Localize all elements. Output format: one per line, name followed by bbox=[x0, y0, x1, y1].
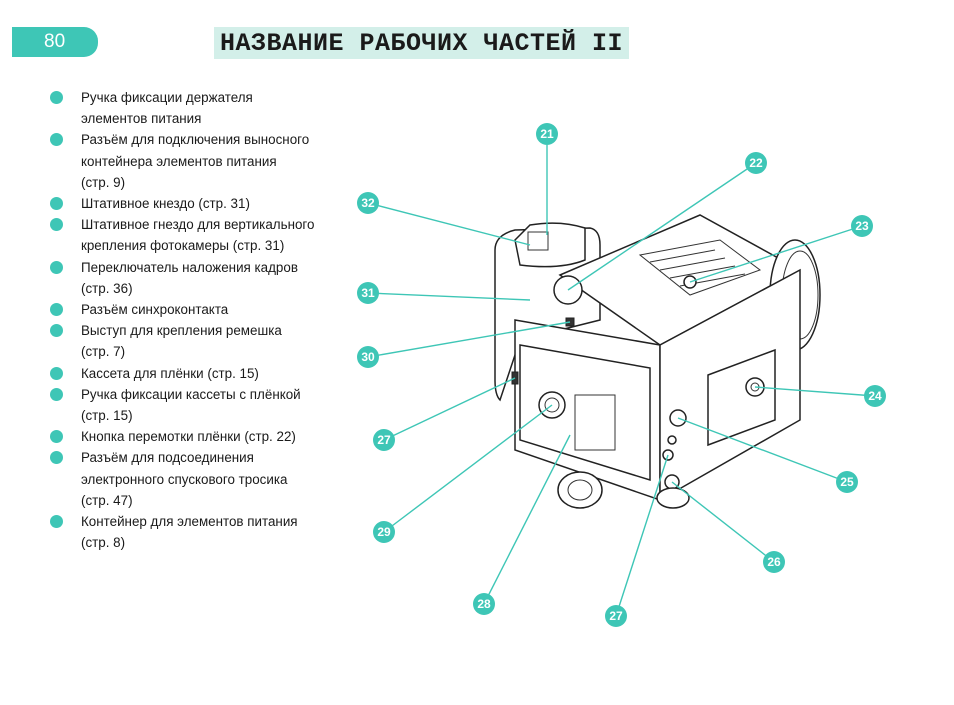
camera-diagram: 21 22 23 24 25 26 27 28 29 27 30 31 32 bbox=[357, 123, 886, 627]
part-item: Выступ для крепления ремешка (стр. 7) bbox=[50, 320, 350, 362]
part-text-line: Разъём для подсоединения bbox=[81, 450, 254, 466]
callout-number: 27 bbox=[609, 609, 623, 623]
parts-list: Ручка фиксации держателя элементов питани… bbox=[50, 87, 350, 553]
part-item: Разъём синхроконтакта bbox=[50, 299, 350, 320]
callout-marker bbox=[605, 605, 627, 627]
part-item: Ручка фиксации кассеты с плёнкой (стр. 15… bbox=[50, 384, 350, 426]
part-item: Кассета для плёнки (стр. 15) bbox=[50, 363, 350, 384]
callout-number: 22 bbox=[749, 156, 763, 170]
part-text-line: (стр. 8) bbox=[81, 535, 126, 551]
number-bullet-icon bbox=[50, 260, 63, 274]
part-item: Штативное кнездо (стр. 31) bbox=[50, 193, 350, 214]
part-text-line: (стр. 9) bbox=[81, 174, 126, 190]
part-text-line: (стр. 47) bbox=[81, 492, 133, 508]
callout-number: 32 bbox=[361, 196, 375, 210]
camera-drawing bbox=[494, 214, 821, 509]
part-text-line: (стр. 15) bbox=[81, 408, 133, 424]
callout-marker bbox=[836, 471, 858, 493]
number-bullet-icon bbox=[50, 366, 63, 380]
callout-number: 23 bbox=[855, 219, 869, 233]
callout-marker bbox=[473, 593, 495, 615]
part-text-line: (стр. 36) bbox=[81, 280, 133, 296]
callout-number: 28 bbox=[477, 597, 491, 611]
callout-marker bbox=[357, 282, 379, 304]
number-bullet-icon bbox=[50, 430, 63, 444]
part-text-line: Штативное кнездо (стр. 31) bbox=[81, 196, 250, 212]
callout-marker bbox=[357, 192, 379, 214]
callout-marker bbox=[851, 215, 873, 237]
part-text-line: крепления фотокамеры (стр. 31) bbox=[81, 238, 285, 254]
callout-number: 30 bbox=[361, 350, 375, 364]
page-number-tab: 80 bbox=[12, 27, 98, 57]
part-text-line: Кнопка перемотки плёнки (стр. 22) bbox=[81, 429, 296, 445]
part-item: Ручка фиксации держателя элементов питани… bbox=[50, 87, 350, 129]
part-item: Контейнер для элементов питания (стр. 8) bbox=[50, 511, 350, 553]
callout-marker bbox=[357, 346, 379, 368]
part-text-line: Контейнер для элементов питания bbox=[81, 514, 298, 530]
callout-number: 29 bbox=[377, 525, 391, 539]
part-item: Разъём для подсоединения электронного спу… bbox=[50, 447, 350, 511]
callout-number: 26 bbox=[767, 555, 781, 569]
callout-marker bbox=[536, 123, 558, 145]
part-text-line: Ручка фиксации держателя bbox=[81, 90, 253, 105]
callout-number: 21 bbox=[540, 127, 554, 141]
callout-marker bbox=[373, 429, 395, 451]
callouts: 21 22 23 24 25 26 27 28 29 27 30 31 32 bbox=[357, 123, 886, 627]
callout-number: 25 bbox=[840, 475, 854, 489]
part-text-line: Кассета для плёнки (стр. 15) bbox=[81, 365, 259, 381]
number-bullet-icon bbox=[50, 387, 63, 401]
number-bullet-icon bbox=[50, 324, 63, 338]
callout-marker bbox=[745, 152, 767, 174]
part-item: Кнопка перемотки плёнки (стр. 22) bbox=[50, 426, 350, 447]
callout-marker bbox=[373, 521, 395, 543]
leader-lines bbox=[367, 145, 876, 617]
part-item: Переключатель наложения кадров (стр. 36) bbox=[50, 257, 350, 299]
part-text-line: элементов питания bbox=[81, 111, 202, 127]
number-bullet-icon bbox=[50, 133, 63, 147]
callout-number: 24 bbox=[868, 389, 882, 403]
number-bullet-icon bbox=[50, 91, 63, 104]
part-item: Штативное гнездо для вертикального крепле… bbox=[50, 214, 350, 256]
part-text-line: Ручка фиксации кассеты с плёнкой bbox=[81, 386, 301, 402]
number-bullet-icon bbox=[50, 451, 63, 465]
number-bullet-icon bbox=[50, 515, 63, 529]
page-title: НАЗВАНИЕ РАБОЧИХ ЧАСТЕЙ II bbox=[214, 27, 630, 59]
number-bullet-icon bbox=[50, 197, 63, 211]
part-text-line: контейнера элементов питания bbox=[81, 153, 277, 169]
callout-number: 31 bbox=[361, 286, 375, 300]
part-text-line: Разъём синхроконтакта bbox=[81, 302, 229, 318]
part-text-line: Штативное гнездо для вертикального bbox=[81, 217, 315, 233]
callout-marker bbox=[763, 551, 785, 573]
number-bullet-icon bbox=[50, 303, 63, 317]
callout-number: 27 bbox=[377, 433, 391, 447]
callout-marker bbox=[864, 385, 886, 407]
part-text-line: Переключатель наложения кадров bbox=[81, 259, 298, 275]
number-bullet-icon bbox=[50, 218, 63, 232]
part-text-line: (стр. 7) bbox=[81, 344, 126, 360]
part-text-line: Разъём для подключения выносного bbox=[81, 132, 310, 148]
part-text-line: Выступ для крепления ремешка bbox=[81, 323, 282, 339]
part-text-line: электронного спускового тросика bbox=[81, 471, 288, 487]
part-item: Разъём для подключения выносного контейне… bbox=[50, 129, 350, 193]
